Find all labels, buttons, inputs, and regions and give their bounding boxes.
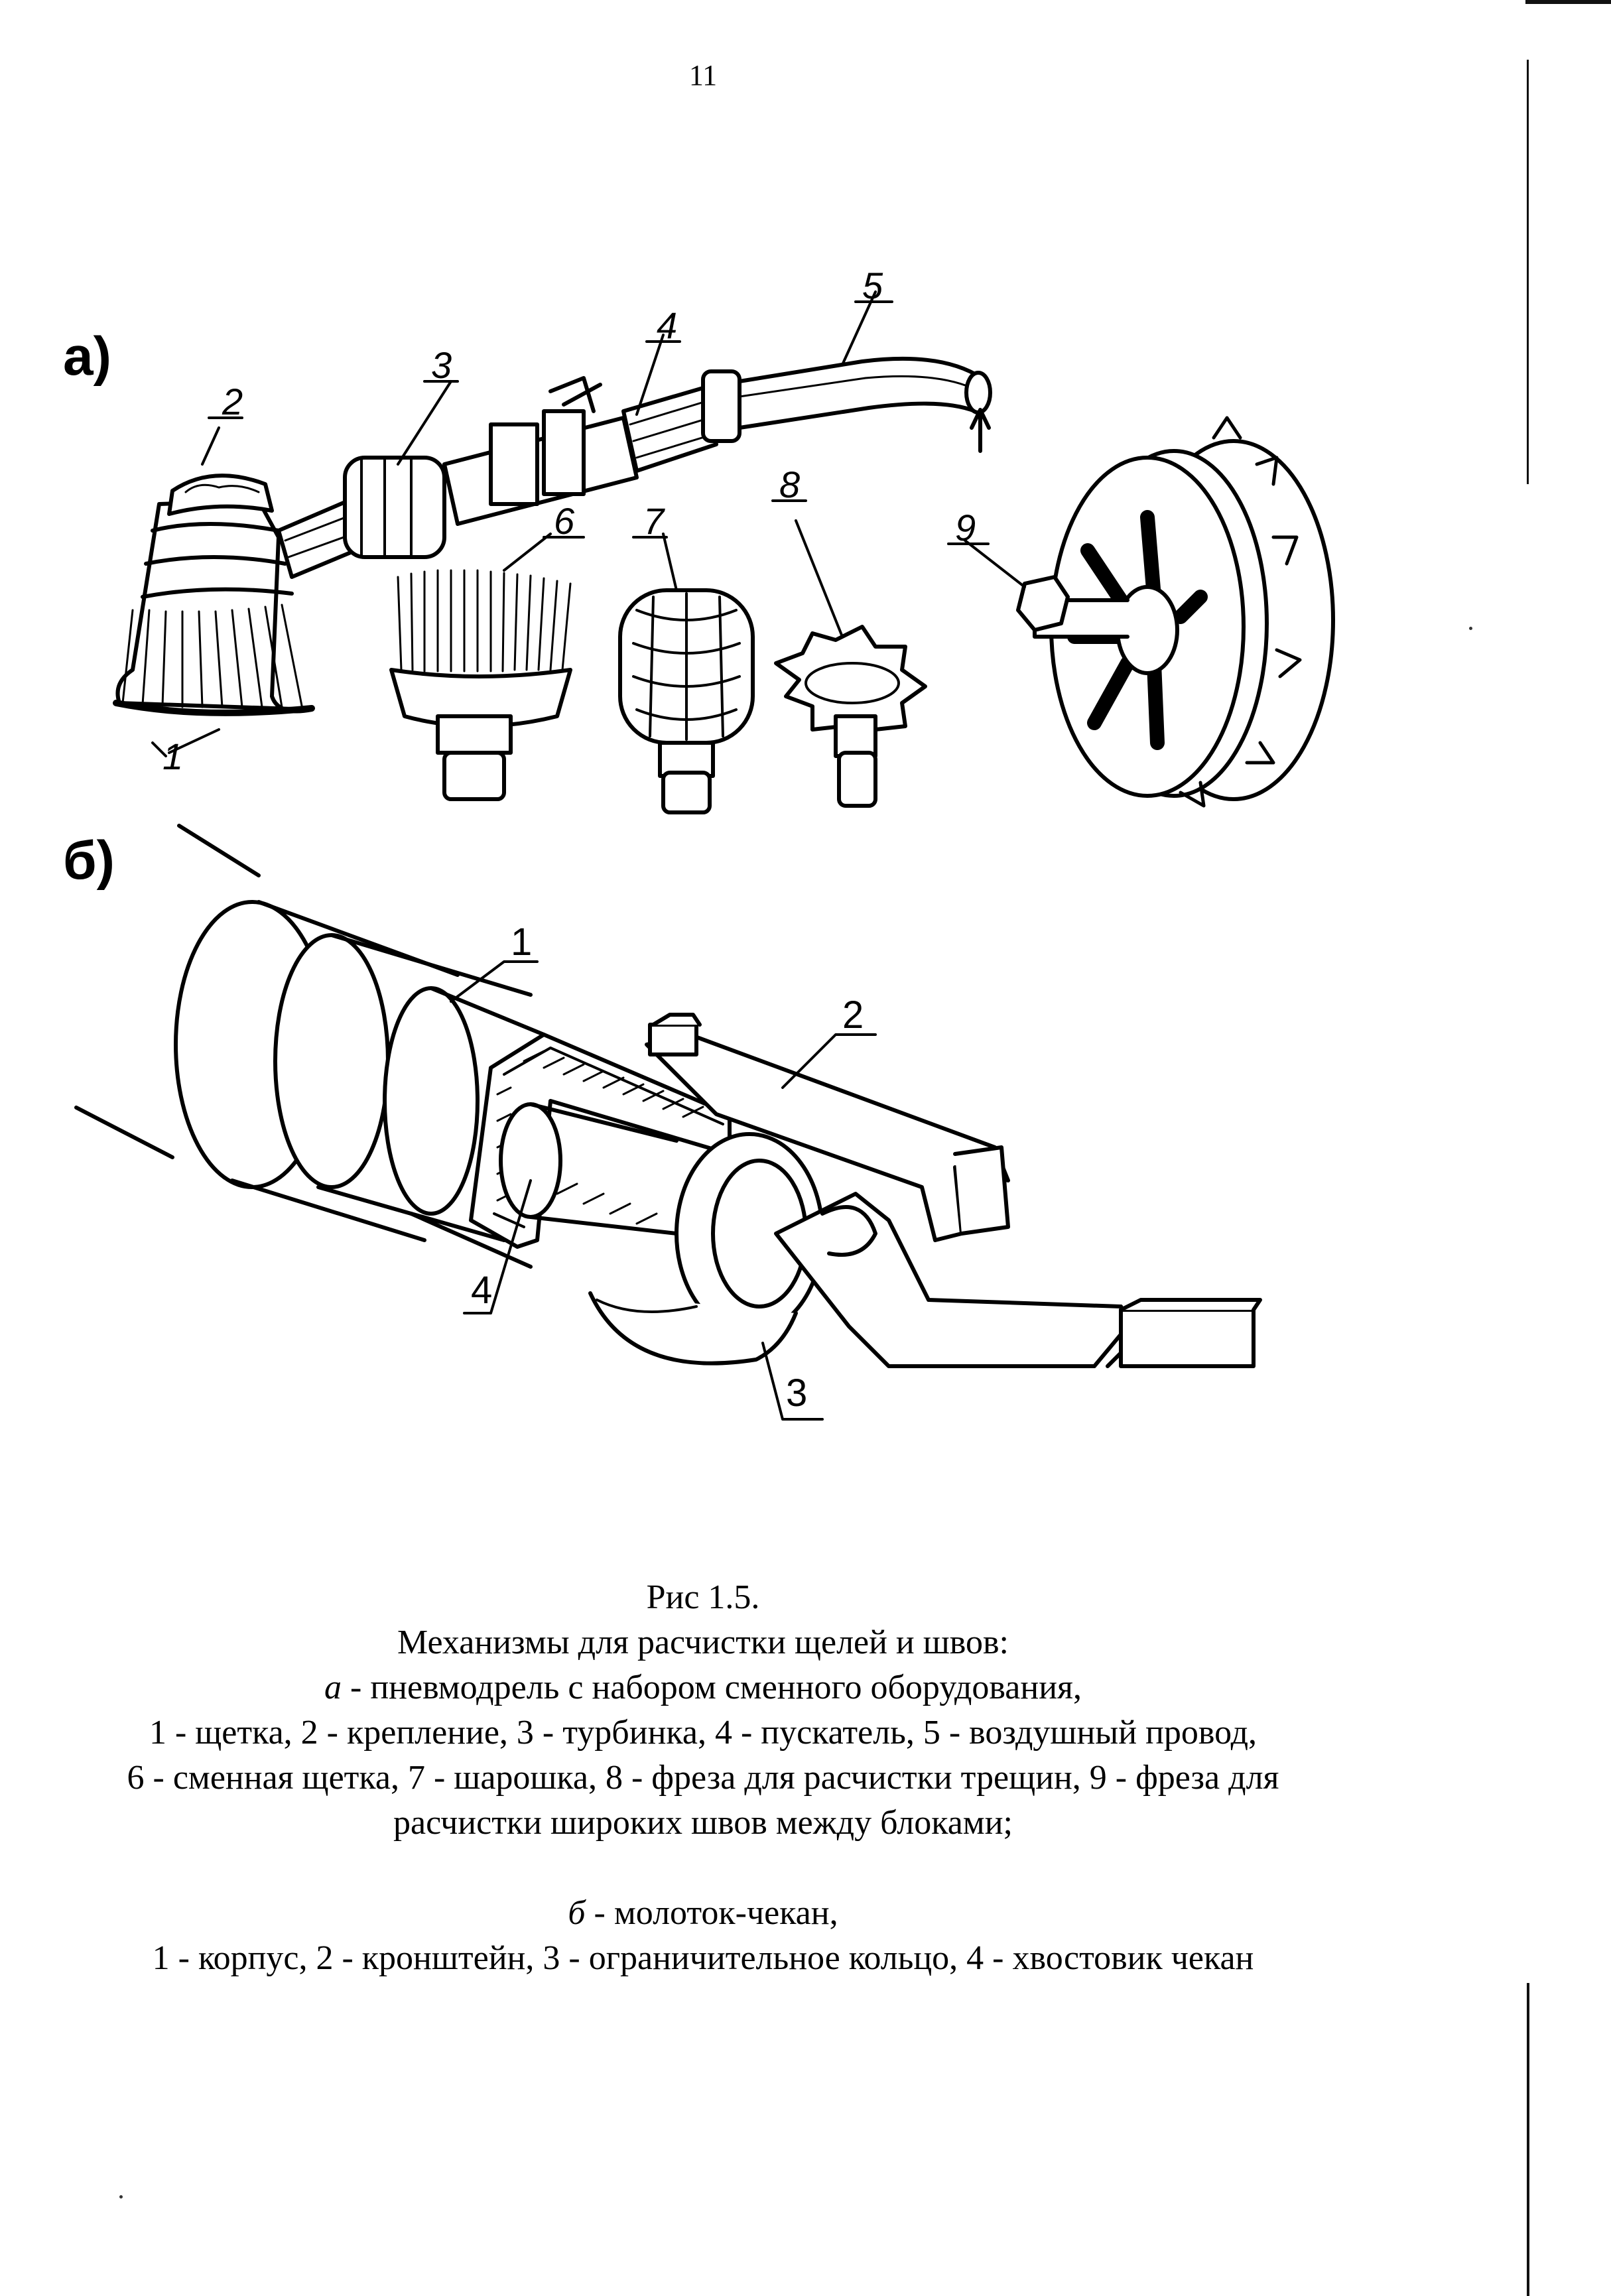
panel-b-label: б) [63, 830, 115, 891]
page-number: 11 [688, 59, 718, 92]
figure-caption: Рис 1.5. Механизмы для расчистки щелей и… [40, 1575, 1366, 1981]
caption-title: Рис 1.5. [646, 1578, 760, 1616]
callout-b-4: 4 [471, 1269, 492, 1312]
scan-speck [119, 2195, 123, 2199]
caption-b-text: - молоток-чекан, [585, 1894, 838, 1932]
callout-a-7: 7 [643, 500, 665, 542]
caption-b-items: 1 - корпус, 2 - кронштейн, 3 - ограничит… [152, 1939, 1254, 1977]
changeable-brush [389, 569, 572, 801]
callout-a-4: 4 [657, 304, 677, 346]
caption-a-letter: а [324, 1669, 342, 1706]
scan-edge-right-lower [1527, 1983, 1529, 2296]
caption-a-items-3: расчистки широких швов между блоками; [393, 1804, 1013, 1842]
caption-a-line: а - пневмодрель с набором сменного обору… [40, 1665, 1366, 1710]
caption-subtitle: Механизмы для расчистки щелей и швов: [397, 1624, 1009, 1661]
callout-a-3: 3 [431, 344, 452, 386]
callout-a-8: 8 [779, 464, 800, 505]
callout-a-9: 9 [955, 507, 976, 548]
scan-edge-right-upper [1527, 60, 1529, 484]
caption-b-letter: б [568, 1894, 586, 1932]
caption-spacer [40, 1846, 1366, 1891]
scan-speck [1469, 627, 1472, 630]
caulking-hammer [74, 824, 1262, 1368]
caption-b-line: б - молоток-чекан, [40, 1891, 1366, 1936]
caption-a-text: - пневмодрель с набором сменного оборудо… [342, 1669, 1082, 1706]
callout-b-3: 3 [786, 1371, 807, 1415]
callout-b-1: 1 [511, 921, 532, 964]
callout-b-2: 2 [842, 993, 864, 1037]
callout-a-5: 5 [862, 265, 883, 306]
callout-a-2: 2 [222, 381, 243, 422]
caption-a-items-2: 6 - сменная щетка, 7 - шарошка, 8 - фрез… [127, 1759, 1279, 1797]
wide-seam-cutter [1016, 416, 1335, 808]
pneumatic-drill [113, 356, 992, 716]
caption-a-items-1: 1 - щетка, 2 - крепление, 3 - турбинка, … [149, 1714, 1257, 1752]
callout-a-1: 1 [162, 735, 183, 777]
cutter-roller [618, 588, 755, 814]
scan-edge-top [1525, 0, 1611, 4]
panel-a-label: а) [63, 326, 111, 387]
crack-cutter [774, 625, 927, 808]
callout-a-6: 6 [554, 500, 575, 542]
